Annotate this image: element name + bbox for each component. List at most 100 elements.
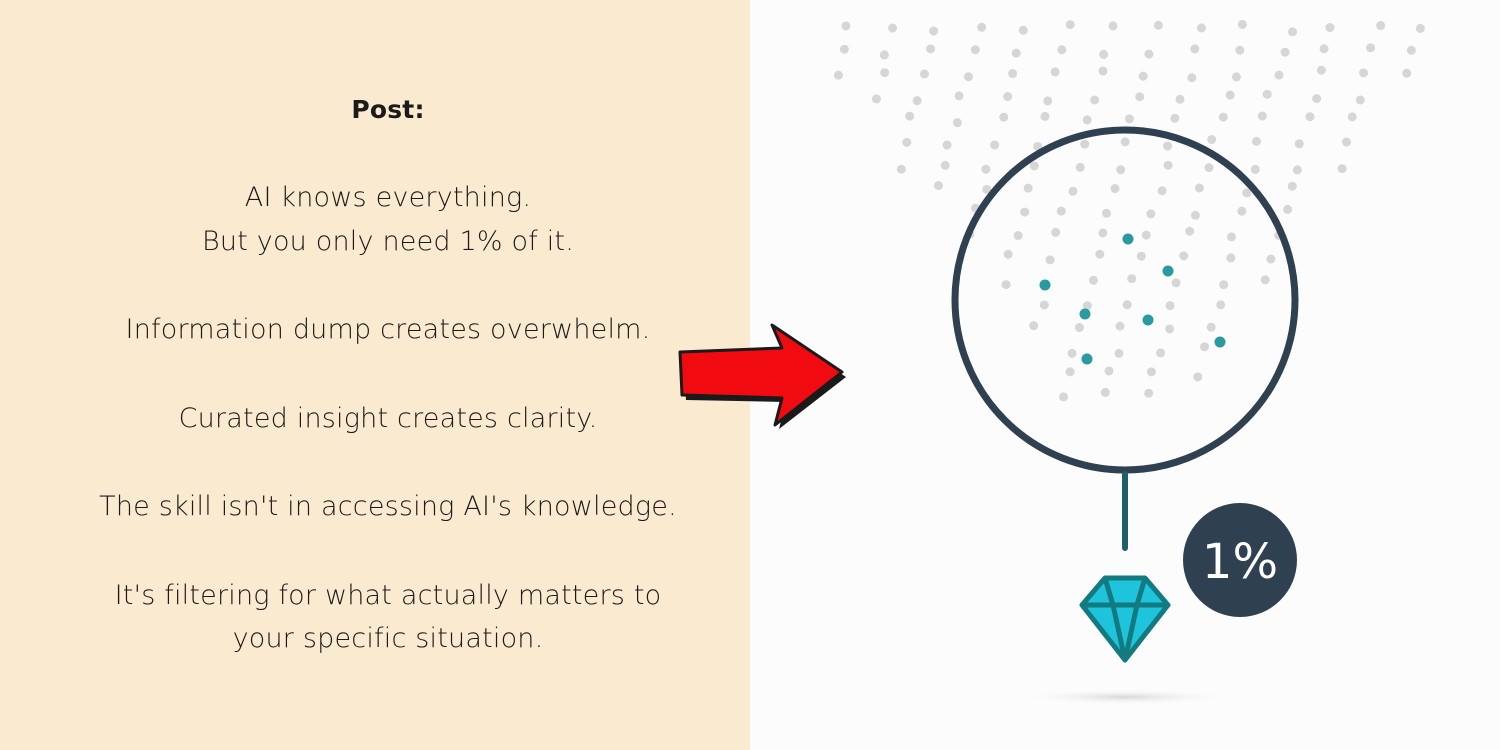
gray-dot (926, 44, 936, 54)
gray-dot (1018, 25, 1028, 35)
gray-dot (1163, 141, 1173, 151)
gray-dot (1056, 206, 1066, 216)
gray-dot (934, 181, 944, 191)
teal-dot (1142, 314, 1154, 326)
gray-dot (871, 94, 881, 104)
gray-dot (970, 45, 980, 55)
gray-dot (1039, 300, 1049, 310)
gray-dot (1194, 183, 1204, 193)
gray-dot (1165, 324, 1175, 334)
post-line: Curated insight creates clarity. (178, 403, 598, 434)
gray-dot (1305, 112, 1315, 122)
gray-dot (1122, 300, 1132, 310)
gray-dot (1116, 165, 1126, 175)
teal-dot (1122, 233, 1134, 245)
gray-dot (1138, 71, 1148, 81)
gray-dot (982, 184, 992, 194)
gray-dot (1325, 23, 1335, 33)
post-heading: Post: (351, 95, 425, 124)
gray-dot (1104, 366, 1114, 376)
gray-dot (833, 70, 843, 80)
gray-dot (1120, 137, 1130, 147)
gray-dot (1288, 27, 1298, 37)
gray-dot (1156, 348, 1166, 358)
gray-dot (1170, 113, 1180, 123)
gray-dot (1342, 137, 1352, 147)
gray-dot (1402, 68, 1412, 78)
gray-dot (1157, 186, 1167, 196)
gray-dot (952, 118, 962, 128)
gray-dot (1242, 188, 1252, 198)
gray-dot (880, 68, 890, 78)
gray-dot (1262, 89, 1272, 99)
gray-dot (1319, 44, 1329, 54)
gray-dot (1075, 162, 1085, 172)
gray-dot (1029, 321, 1039, 331)
teal-dot (1081, 353, 1093, 365)
gray-dot (999, 112, 1009, 122)
gray-dot (896, 164, 906, 174)
gray-dot (1219, 280, 1229, 290)
magnifier-ring (951, 126, 1299, 474)
post-line: The skill isn't in accessing AI's knowle… (99, 491, 677, 522)
gray-dot (1207, 135, 1217, 145)
gray-dot (1144, 49, 1154, 59)
gray-dot (1098, 228, 1108, 238)
gray-dot (940, 160, 950, 170)
gray-dot (1193, 372, 1203, 382)
diamond-shadow (1015, 689, 1235, 705)
gray-dot (1088, 275, 1098, 285)
gray-dot (905, 111, 915, 121)
gray-dot (1065, 367, 1075, 377)
post-line: your specific situation. (232, 623, 544, 654)
post-text-panel: Post: AI knows everything. But you only … (0, 0, 750, 750)
gray-dot (1100, 387, 1110, 397)
gray-dot (1237, 206, 1247, 216)
gray-dot (1108, 21, 1118, 31)
gray-dot (1098, 66, 1108, 76)
gray-dot (1292, 165, 1302, 175)
gray-dot (1114, 348, 1124, 358)
gray-dot (1415, 23, 1425, 33)
gray-dot (964, 72, 974, 82)
gray-dot (1280, 47, 1290, 57)
gray-dot (1144, 388, 1154, 398)
gray-dot (1196, 23, 1206, 33)
gray-dot (1235, 45, 1245, 55)
gray-dot (1316, 65, 1326, 75)
teal-dot (1079, 308, 1091, 320)
gray-dot (1337, 164, 1347, 174)
gray-dot (954, 91, 964, 101)
gray-dot (879, 50, 889, 60)
gray-dot (1115, 321, 1125, 331)
gray-dot (1283, 204, 1293, 214)
gray-dot (1376, 21, 1386, 31)
gray-dot (1406, 45, 1416, 55)
gray-dot (1257, 111, 1267, 121)
gray-dot (1266, 254, 1276, 264)
gray-dot (1003, 92, 1013, 102)
gray-dot (1226, 253, 1236, 263)
gray-dot (1225, 90, 1235, 100)
gray-dot (981, 164, 991, 174)
gray-dot (1099, 49, 1109, 59)
gray-dot (1067, 348, 1077, 358)
gray-dot (1251, 136, 1261, 146)
gray-dot (1101, 208, 1111, 218)
gray-dot (1165, 301, 1175, 311)
gray-dot (1190, 44, 1200, 54)
gray-dot (1050, 67, 1060, 77)
post-line: It's filtering for what actually matters… (114, 580, 662, 611)
gray-dot (1294, 139, 1304, 149)
gray-dot (1095, 249, 1105, 259)
gray-dot (1029, 161, 1039, 171)
gray-dot (1153, 20, 1163, 30)
gray-dot (1216, 300, 1226, 310)
gray-dot (1175, 94, 1185, 104)
gray-dot (1059, 392, 1069, 402)
gray-dot (990, 140, 1000, 150)
gray-dot (1125, 114, 1135, 124)
gray-dot (912, 96, 922, 106)
gray-dot (1033, 141, 1043, 151)
